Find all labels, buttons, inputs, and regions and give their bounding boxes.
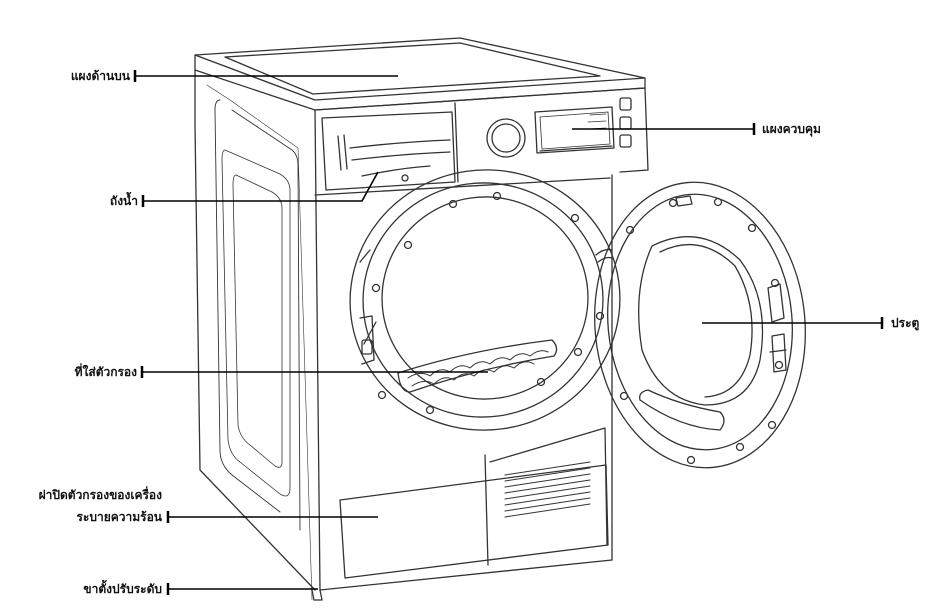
door-opening <box>349 169 621 431</box>
label-heat-exchanger-cover-line2: ระบายความร้อน <box>76 510 162 524</box>
label-adjustable-feet: ขาตั้งปรับระดับ <box>83 582 162 596</box>
side-panel <box>194 69 321 601</box>
pointer-top-panel <box>133 70 398 82</box>
label-control-panel: แผงควบคุม <box>762 122 821 136</box>
pointer-control-panel <box>572 123 756 135</box>
heat-exchanger-cover-shape <box>339 427 609 579</box>
adjustable-foot <box>311 589 323 601</box>
pointer-filter-holder <box>140 366 488 378</box>
pointer-door <box>702 317 884 329</box>
water-tank-drawer <box>321 111 456 191</box>
pointer-heat-exchanger-cover <box>166 511 378 523</box>
open-door <box>594 181 806 469</box>
pointer-adjustable-feet <box>166 583 318 595</box>
label-heat-exchanger-cover-line1: ฝาปิดตัวกรองของเครื่อง <box>38 488 162 502</box>
label-filter-holder: ที่ใส่ตัวกรอง <box>74 365 137 379</box>
control-panel-shape <box>486 97 632 158</box>
label-water-tank: ถังน้ำ <box>109 194 138 208</box>
lint-filter-shape <box>397 339 558 393</box>
front-panel <box>314 87 649 591</box>
top-panel-shape <box>194 37 646 111</box>
label-top-panel: แผงด้านบน <box>70 69 130 83</box>
pointer-water-tank <box>141 171 379 207</box>
label-door: ประตู <box>891 316 920 330</box>
